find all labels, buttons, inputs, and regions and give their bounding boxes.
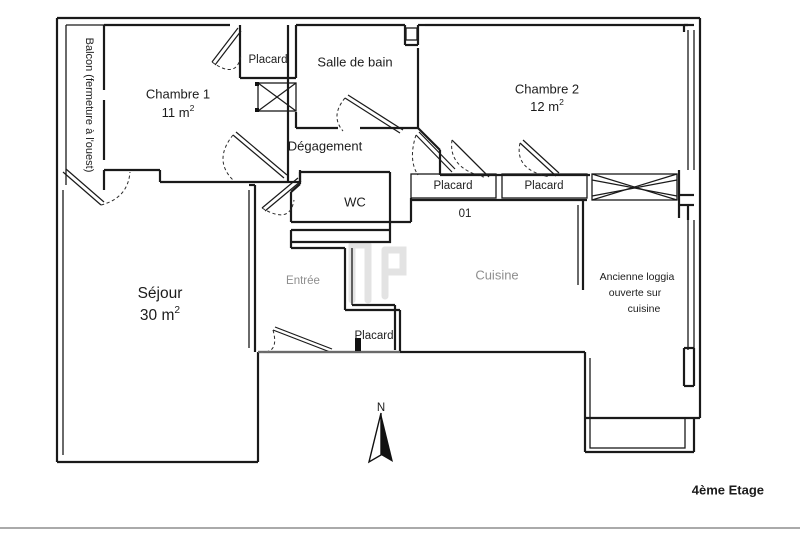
room-area-sejour: 30 m2	[140, 305, 180, 324]
salle-de-bain-walls	[294, 23, 425, 134]
right-wall-fixtures	[677, 170, 696, 388]
room-label-balcon: Balcon (fermeture à l'ouest)	[83, 38, 95, 173]
chambre1-walls	[104, 23, 290, 184]
north-arrow	[367, 412, 393, 464]
room-label-degagement: Dégagement	[288, 138, 363, 153]
room-label-chambre1: Chambre 1	[146, 86, 210, 101]
entree-walls	[343, 248, 402, 353]
watermark	[348, 241, 407, 304]
unit-number-label: 01	[459, 208, 472, 220]
room-label-loggia-line2: ouverte sur	[609, 287, 662, 299]
wc-walls	[261, 170, 392, 250]
room-area-chambre2: 12 m2	[530, 97, 564, 114]
cuisine-walls	[390, 198, 587, 290]
crossed-closet-right	[591, 173, 678, 201]
placard-corridor-walls	[410, 173, 588, 199]
room-label-entree: Entrée	[286, 275, 320, 287]
room-label-salle-de-bain: Salle de bain	[317, 54, 392, 69]
room-area-chambre1: 11 m2	[162, 103, 195, 120]
bottom-loggia-walls	[583, 358, 696, 454]
balcony-walls	[62, 24, 131, 206]
room-label-wc: WC	[344, 194, 366, 209]
placard-chambre1-walls	[211, 25, 298, 112]
chambre2-walls	[425, 23, 695, 178]
building-outline	[55, 16, 702, 464]
room-label-cuisine: Cuisine	[475, 267, 518, 282]
closet-label-placard-corridor-1: Placard	[434, 180, 473, 192]
north-label: N	[377, 402, 385, 414]
closet-label-placard-entree: Placard	[355, 330, 394, 342]
closet-label-placard-corridor-2: Placard	[525, 180, 564, 192]
room-label-chambre2: Chambre 2	[515, 81, 579, 96]
room-label-loggia-line3: cuisine	[628, 303, 661, 315]
room-label-loggia-line1: Ancienne loggia	[600, 271, 675, 283]
sejour-walls	[62, 183, 333, 455]
floor-label: 4ème Etage	[692, 482, 764, 497]
room-label-sejour: Séjour	[138, 285, 183, 302]
closet-label-placard-chambre1: Placard	[249, 54, 288, 66]
